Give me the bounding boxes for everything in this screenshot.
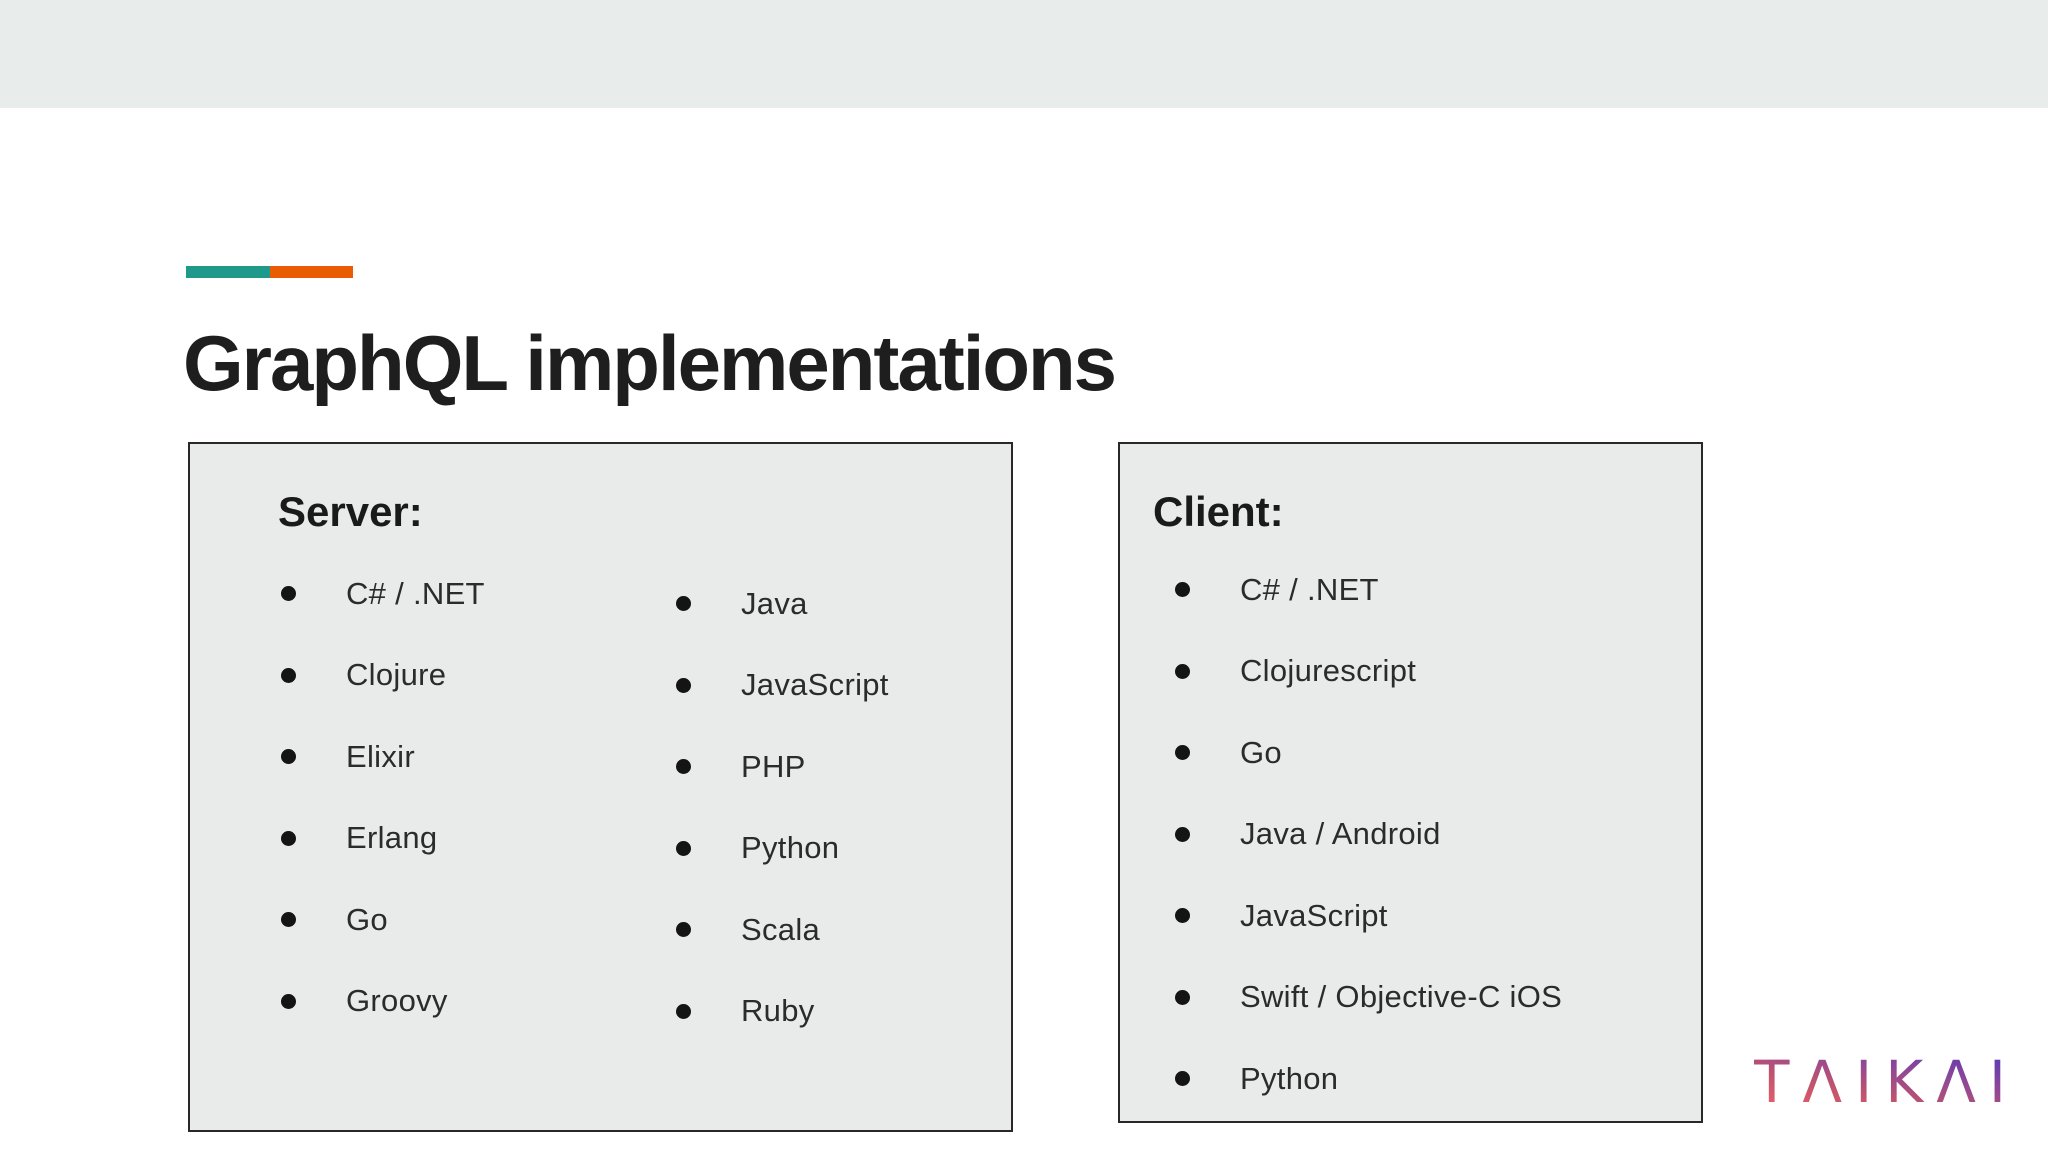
list-item-label: C# / .NET <box>346 575 485 611</box>
bullet-icon <box>676 596 691 612</box>
bullet-icon <box>281 667 296 683</box>
bullet-icon <box>1175 1071 1190 1087</box>
list-item-label: Clojurescript <box>1240 653 1417 689</box>
list-item-label: Go <box>346 901 388 937</box>
list-item-label: Clojure <box>346 657 447 693</box>
client-list-item: Clojurescript <box>1175 631 1562 713</box>
bullet-icon <box>281 912 296 928</box>
top-band <box>0 0 2048 108</box>
bullet-icon <box>1175 826 1190 842</box>
list-item-label: Python <box>1240 1060 1339 1096</box>
server-list-item: JavaScript <box>676 645 889 727</box>
client-panel: Client: C# / .NET Clojurescript Go Java … <box>1118 442 1703 1123</box>
list-item-label: PHP <box>741 748 806 784</box>
list-item-label: JavaScript <box>741 667 889 703</box>
bullet-icon <box>676 677 691 693</box>
bullet-icon <box>1175 745 1190 761</box>
bullet-icon <box>676 840 691 856</box>
bullet-icon <box>1175 989 1190 1005</box>
bullet-icon <box>281 993 296 1009</box>
server-list-item: C# / .NET <box>281 553 485 635</box>
bullet-icon <box>281 749 296 765</box>
server-list-item: Java <box>676 563 889 645</box>
accent-teal-segment <box>186 266 270 278</box>
server-list-item: Scala <box>676 889 889 971</box>
client-list-item: Java / Android <box>1175 794 1562 876</box>
server-panel-heading: Server: <box>278 488 423 535</box>
bullet-icon <box>1175 908 1190 924</box>
list-item-label: Python <box>741 830 840 866</box>
client-panel-heading: Client: <box>1153 488 1284 535</box>
list-item-label: Java <box>741 585 808 621</box>
server-list-item: Ruby <box>676 971 889 1053</box>
client-list-item: Swift / Objective-C iOS <box>1175 957 1562 1039</box>
server-list-item: Groovy <box>281 961 485 1043</box>
accent-bar <box>186 266 353 278</box>
server-column-2: Java JavaScript PHP Python Scala Ruby <box>676 563 889 1052</box>
bullet-icon <box>676 922 691 938</box>
bullet-icon <box>676 1003 691 1019</box>
bullet-icon <box>281 586 296 602</box>
server-list-item: Erlang <box>281 798 485 880</box>
list-item-label: Elixir <box>346 738 415 774</box>
client-list-item: C# / .NET <box>1175 549 1562 631</box>
server-list-item: Clojure <box>281 635 485 717</box>
list-item-label: Ruby <box>741 993 815 1029</box>
list-item-label: Erlang <box>346 820 438 856</box>
bullet-icon <box>676 759 691 775</box>
server-list-item: PHP <box>676 726 889 808</box>
list-item-label: C# / .NET <box>1240 571 1379 607</box>
list-item-label: Swift / Objective-C iOS <box>1240 979 1563 1015</box>
list-item-label: Groovy <box>346 983 448 1019</box>
client-column: C# / .NET Clojurescript Go Java / Androi… <box>1175 549 1562 1120</box>
server-list-item: Go <box>281 879 485 961</box>
server-list-item: Elixir <box>281 716 485 798</box>
bullet-icon <box>1175 582 1190 598</box>
bullet-icon <box>281 830 296 846</box>
client-list-item: Python <box>1175 1038 1562 1120</box>
bullet-icon <box>1175 663 1190 679</box>
list-item-label: JavaScript <box>1240 897 1388 933</box>
list-item-label: Go <box>1240 734 1282 770</box>
list-item-label: Java / Android <box>1240 816 1441 852</box>
accent-orange-segment <box>269 266 353 278</box>
server-list-item: Python <box>676 808 889 890</box>
server-column-1: C# / .NET Clojure Elixir Erlang Go Groov… <box>281 553 485 1042</box>
taikai-logo: TΛIKΛI <box>1754 1048 2020 1116</box>
client-list-item: JavaScript <box>1175 875 1562 957</box>
client-list-item: Go <box>1175 712 1562 794</box>
page-title: GraphQL implementations <box>183 319 1117 407</box>
list-item-label: Scala <box>741 911 821 947</box>
server-panel: Server: C# / .NET Clojure Elixir Erlang … <box>188 442 1013 1132</box>
